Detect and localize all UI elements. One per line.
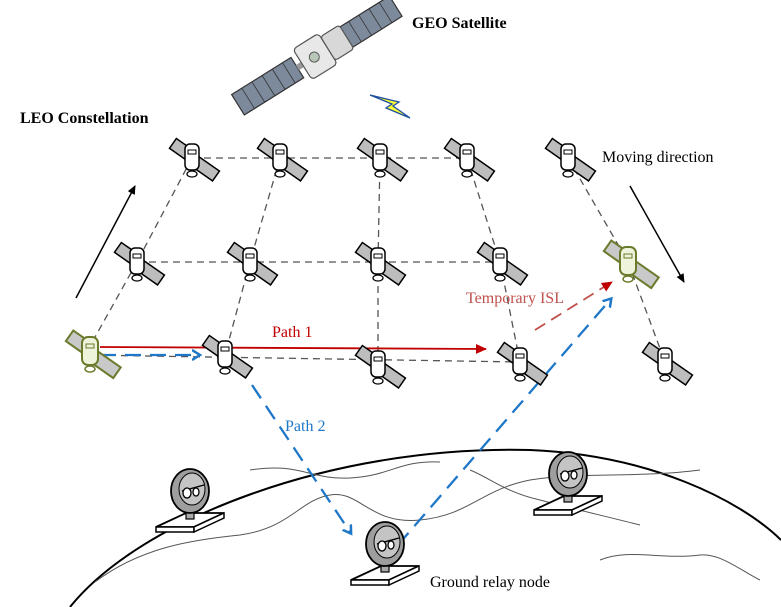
moving-direction-arrow-right [629, 185, 685, 283]
satellite-icon [496, 341, 549, 386]
satellite-dish-icon [533, 451, 603, 516]
temporary-isl-label: Temporary ISL [466, 290, 564, 307]
temporary-isl-link [534, 281, 613, 331]
satellite-dish-icon [155, 468, 225, 533]
satellite-icon [354, 344, 407, 389]
ground-relay-node-label: Ground relay node [430, 574, 550, 591]
moving-direction-arrow-left [75, 185, 136, 299]
isl-grid [84, 157, 666, 365]
earth-landmass-outline [249, 461, 441, 479]
geo-satellite-label: GEO Satellite [412, 15, 507, 32]
geo-satellite-icon [230, 0, 403, 116]
satellite-icon [256, 137, 309, 182]
moving-direction-label: Moving direction [602, 149, 714, 166]
lightning-bolt-icon [369, 94, 411, 119]
satellite-icon [226, 241, 279, 286]
ground-relay-dish-icon [350, 521, 420, 586]
satellite-icon [443, 137, 496, 182]
earth-horizon [69, 448, 781, 607]
path1-link [99, 343, 487, 354]
path2-label: Path 2 [285, 418, 325, 435]
earth-landmass-outline [469, 469, 641, 526]
leo-constellation-label: LEO Constellation [20, 110, 149, 127]
satellite-icon [354, 241, 407, 286]
destination-satellite-icon [602, 239, 660, 290]
satellite-icon [641, 341, 694, 386]
satellite-icon [168, 137, 221, 182]
path1-label: Path 1 [272, 324, 312, 341]
earth-landmass-outline [599, 553, 761, 581]
satellite-icon [544, 137, 597, 182]
satellite-icon [356, 137, 409, 182]
satellite-icon [113, 241, 166, 286]
satellite-icon [476, 241, 529, 286]
path2-link [100, 300, 610, 546]
